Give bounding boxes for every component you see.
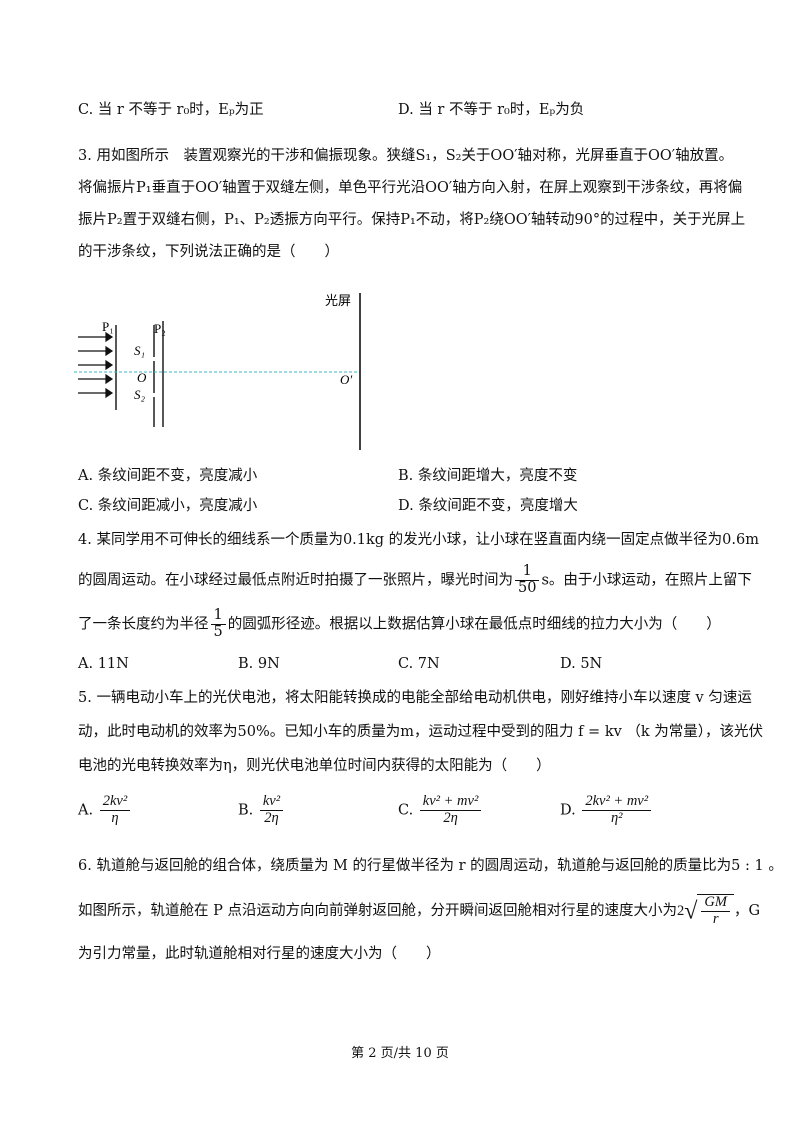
- exposure-numerator: 1: [515, 563, 540, 581]
- q3-option-d: D. 条纹间距不变，亮度增大: [398, 498, 578, 514]
- label-o: O: [137, 370, 147, 385]
- q4-line2-text-b: 。由于小球运动，在照片上留下: [548, 572, 752, 589]
- q4-stem-line-1: 4. 某同学用不可伸长的细线系一个质量为0.1kg 的发光小球，让小球在竖直面内…: [78, 532, 759, 548]
- arc-numerator: 1: [210, 607, 226, 625]
- q5-stem-line-2: 动，此时电动机的效率为50%。已知小车的质量为m，运动过程中受到的阻力 f = …: [78, 724, 764, 740]
- q5-option-d-denominator: η²: [610, 809, 623, 826]
- q6-line2-text-a: 如图所示，轨道舱在 P 点沿运动方向向前弹射返回舱，分开瞬间返回舱相对行星的速度…: [78, 902, 677, 919]
- label-p2: P₂: [154, 321, 166, 336]
- incident-light-arrows: [78, 331, 114, 399]
- label-o-prime: O′: [340, 372, 352, 387]
- q2-option-d: D. 当 r 不等于 r₀时，Eₚ为负: [398, 102, 585, 118]
- q3-stem-line-2: 将偏振片P₁垂直于OO′轴置于双缝左侧，单色平行光沿OO′轴方向入射，在屏上观察…: [78, 180, 743, 196]
- q6-stem-line-2: 如图所示，轨道舱在 P 点沿运动方向向前弹射返回舱，分开瞬间返回舱相对行星的速度…: [78, 894, 760, 928]
- exposure-denominator: 50: [518, 579, 537, 596]
- q2-option-c: C. 当 r 不等于 r₀时，Eₚ为正: [78, 102, 264, 118]
- q4-option-c: C. 7N: [398, 656, 440, 672]
- q5-option-a-numerator: 2kv²: [99, 793, 131, 811]
- q3-option-a: A. 条纹间距不变，亮度减小: [78, 468, 258, 484]
- q4-line3-text-b: 的圆弧形径迹。根据以上数据估算小球在最低点时细线的拉力大小为（ ）: [227, 616, 721, 633]
- label-s1: S₁: [134, 343, 145, 358]
- q4-option-b: B. 9N: [238, 656, 280, 672]
- q5-option-d-label: D.: [560, 802, 576, 819]
- sqrt-sign-icon: √: [684, 898, 698, 925]
- q5-stem-line-3: 电池的光电转换效率为η，则光伏电池单位时间内获得的太阳能为（ ）: [78, 758, 551, 774]
- speed-denominator: r: [712, 910, 719, 927]
- arc-denominator: 5: [213, 623, 223, 640]
- speed-numerator: GM: [701, 894, 730, 912]
- q3-stem-line-3: 振片P₂置于双缝右侧，P₁、P₂透振方向平行。保持P₁不动，将P₂绕OO′轴转动…: [78, 212, 746, 228]
- q4-line2-text-a: 的圆周运动。在小球经过最低点附近时拍摄了一张照片，曝光时间为: [78, 572, 513, 589]
- q5-option-a-denominator: η: [111, 809, 119, 826]
- q5-option-b-denominator: 2η: [264, 809, 279, 826]
- q5-stem-line-1: 5. 一辆电动小车上的光伏电池，将太阳能转换成的电能全部给电动机供电，刚好维持小…: [78, 690, 752, 706]
- q3-stem-line-4: 的干涉条纹，下列说法正确的是（ ）: [78, 244, 339, 260]
- screen-label: 光屏: [325, 293, 351, 308]
- q5-option-c-label: C.: [398, 802, 414, 819]
- q4-option-d: D. 5N: [560, 656, 603, 672]
- q6-line2-text-b: ，G: [733, 902, 761, 919]
- speed-coefficient: 2: [676, 902, 685, 919]
- q5-option-d-numerator: 2kv² + mv²: [582, 793, 652, 811]
- q4-option-a: A. 11N: [78, 656, 129, 672]
- exposure-unit: s: [541, 572, 549, 589]
- q5-option-c-numerator: kv² + mv²: [419, 793, 482, 811]
- q5-option-a-label: A.: [78, 802, 94, 819]
- label-s2: S₂: [134, 387, 146, 402]
- q3-option-b: B. 条纹间距增大，亮度不变: [398, 468, 578, 484]
- q4-line3-text-a: 了一条长度约为半径: [78, 616, 209, 633]
- q5-option-c-denominator: 2η: [443, 809, 458, 826]
- label-p1: P₁: [102, 319, 114, 334]
- q3-interference-figure: 光屏 P₁ P₂ S₁ O S₂ O′: [74, 293, 361, 450]
- q6-stem-line-3: 为引力常量，此时轨道舱相对行星的速度大小为（ ）: [78, 946, 441, 962]
- q5-option-b-numerator: kv²: [259, 793, 284, 811]
- page-footer: 第 2 页/共 10 页: [351, 1046, 449, 1061]
- q3-option-c: C. 条纹间距减小，亮度减小: [78, 498, 258, 514]
- q6-stem-line-1: 6. 轨道舱与返回舱的组合体，绕质量为 M 的行星做半径为 r 的圆周运动，轨道…: [78, 858, 783, 874]
- q5-option-b-label: B.: [238, 802, 254, 819]
- q3-stem-line-1: 3. 用如图所示 装置观察光的干涉和偏振现象。狭缝S₁，S₂关于OO′轴对称，光…: [78, 148, 734, 164]
